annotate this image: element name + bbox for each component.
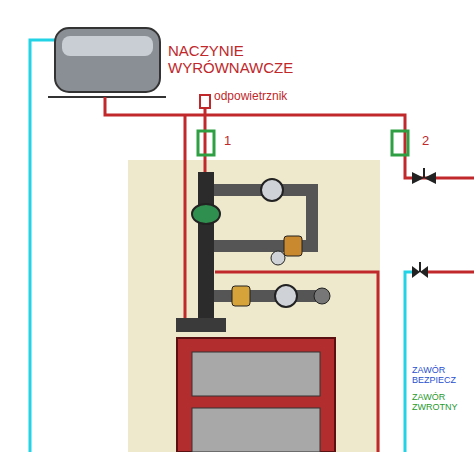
valve-label: ZAWÓR ZWROTNY (412, 392, 470, 413)
vent-label: odpowietrznik (214, 90, 324, 104)
tank-label: NACZYNIE WYRÓWNAWCZE (168, 42, 318, 77)
callout-number: 2 (422, 134, 442, 149)
callout-number: 1 (224, 134, 244, 149)
valve-label: ZAWÓR BEZPIECZ (412, 365, 470, 386)
